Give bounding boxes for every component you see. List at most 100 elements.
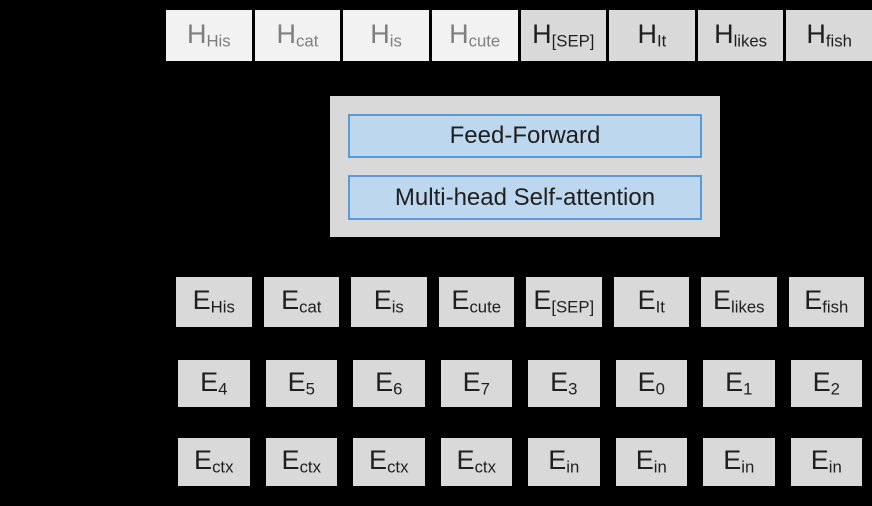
cell-label: Ecute [451,287,501,316]
cell-label: Efish [804,287,848,316]
cell-prefix: E [637,366,656,397]
transformer-block: Feed-Forward Multi-head Self-attention [330,96,720,237]
cell-subscript: [SEP] [551,297,595,317]
cell-prefix: E [192,285,211,316]
token-embedding-cell-0: EHis [176,277,252,327]
cell-prefix: H [637,18,658,49]
cell-subscript: ctx [474,457,496,477]
cell-label: Elikes [713,287,765,316]
cell-label: E[SEP] [533,287,594,316]
feed-forward-label: Feed-Forward [449,122,601,149]
cell-prefix: E [200,366,219,397]
segment-embedding-cell-5: Ein [615,438,687,486]
cell-label: E3 [550,368,577,398]
self-attention-box: Multi-head Self-attention [348,175,702,220]
token-embedding-cell-3: Ecute [438,277,514,327]
position-embedding-cell-7: E2 [790,360,862,407]
cell-subscript: It [657,31,667,51]
cell-prefix: H [370,18,390,49]
cell-subscript: It [655,297,665,317]
cell-prefix: H [449,18,469,49]
position-embedding-cell-1: E5 [265,360,337,407]
segment-embedding-cell-0: Ectx [178,438,250,486]
cell-prefix: E [194,445,213,476]
position-embedding-cell-5: E0 [615,360,687,407]
cell-label: E5 [287,366,315,399]
cell-subscript: 7 [480,379,490,399]
cell-subscript: His [206,31,231,51]
cell-prefix: E [373,285,392,316]
token-embedding-cell-4: E[SEP] [526,277,602,327]
cell-prefix: E [810,445,829,476]
cell-label: Ein [636,447,667,476]
hidden-state-cell-2: His [343,10,429,61]
segment-embedding-cell-6: Ein [703,438,775,486]
cell-subscript: 2 [830,379,840,399]
token-embedding-cell-6: Elikes [701,277,777,327]
cell-label: Hcat [277,20,319,50]
cell-prefix: H [806,18,826,49]
hidden-state-cell-0: HHis [166,10,252,61]
cell-label: EIt [638,287,665,316]
position-embedding-cell-4: E3 [528,360,600,407]
cell-prefix: E [287,366,306,397]
cell-prefix: E [533,285,552,316]
cell-prefix: E [812,366,831,397]
cell-prefix: E [456,445,475,476]
hidden-state-cell-6: Hlikes [697,10,784,61]
cell-subscript: likes [733,31,768,51]
cell-label: E0 [637,366,665,398]
position-embedding-cell-2: E6 [353,360,425,407]
cell-subscript: in [653,457,667,477]
cell-prefix: E [713,285,732,316]
cell-label: Ein [723,447,754,476]
segment-embedding-row: Ectx Ectx Ectx Ectx Ein Ein Ein Ein [176,438,864,486]
cell-label: Ein [811,447,842,476]
cell-subscript: ctx [387,457,409,477]
cell-subscript: in [566,457,580,477]
cell-prefix: E [451,285,470,316]
cell-prefix: E [281,285,300,316]
token-embedding-cell-2: Eis [351,277,427,327]
cell-subscript: is [389,31,402,51]
segment-embedding-cell-1: Ectx [265,438,337,486]
hidden-state-cell-3: Hcute [431,10,518,61]
cell-prefix: E [804,285,823,316]
segment-embedding-cell-3: Ectx [440,438,512,486]
cell-subscript: fish [825,31,852,51]
cell-subscript: cute [469,297,502,317]
cell-prefix: E [548,445,567,476]
segment-embedding-cell-2: Ectx [353,438,425,486]
cell-label: Eis [374,287,404,316]
cell-label: E6 [375,368,402,398]
cell-subscript: 4 [218,379,228,399]
hidden-state-cell-7: Hfish [786,10,872,61]
cell-prefix: E [723,445,742,476]
cell-prefix: H [714,18,734,49]
cell-subscript: cat [299,297,322,317]
cell-subscript: 5 [305,379,315,399]
cell-label: Ectx [194,447,233,476]
hidden-state-cell-4: H[SEP] [520,10,607,61]
cell-label: E1 [725,368,752,398]
cell-subscript: in [741,457,755,477]
cell-prefix: H [186,18,207,49]
token-embedding-cell-7: Efish [788,277,864,327]
cell-label: HHis [186,18,231,51]
position-embedding-cell-0: E4 [178,360,250,407]
cell-prefix: E [462,366,481,397]
cell-subscript: ctx [212,457,234,477]
hidden-state-cell-1: Hcat [254,10,341,61]
cell-label: Ectx [457,447,496,476]
cell-subscript: fish [822,297,849,317]
cell-prefix: E [635,445,654,476]
segment-embedding-cell-7: Ein [790,438,862,486]
feed-forward-box: Feed-Forward [348,114,702,158]
token-embedding-cell-1: Ecat [263,277,339,327]
cell-subscript: ctx [299,457,321,477]
cell-subscript: likes [731,297,765,317]
segment-embedding-cell-4: Ein [528,438,600,486]
cell-label: HIt [637,18,667,51]
hidden-state-cell-5: HIt [609,10,695,61]
